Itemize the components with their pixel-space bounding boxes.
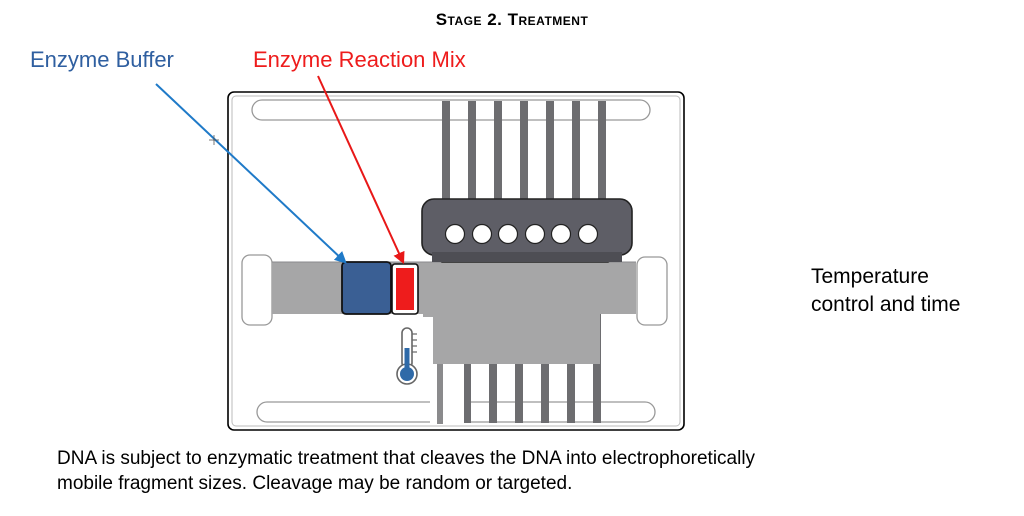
upper-lanes: [442, 101, 606, 203]
sample-well: [524, 223, 546, 245]
main-channel: [272, 262, 636, 314]
lane: [520, 101, 528, 203]
lane: [572, 101, 580, 203]
caption: DNA is subject to enzymatic treatment th…: [57, 446, 957, 496]
caption-line1: DNA is subject to enzymatic treatment th…: [57, 448, 756, 469]
lane: [546, 101, 554, 203]
temperature-label: Temperature control and time: [811, 263, 1011, 319]
sample-well: [471, 223, 493, 245]
lane: [494, 101, 502, 203]
caption-line2: mobile fragment sizes. Cleavage may be r…: [57, 473, 573, 494]
temperature-label-line1: Temperature: [811, 265, 929, 288]
sample-wells: [444, 223, 599, 245]
lane: [468, 101, 476, 203]
lane: [442, 101, 450, 203]
enzyme-reaction-mix-fill: [396, 268, 414, 310]
left-end-cap: [241, 254, 273, 326]
cartridge-inner-edge: [231, 95, 681, 427]
thermometer-icon: [396, 327, 418, 385]
enzyme-reaction-mix-label: Enzyme Reaction Mix: [253, 47, 466, 72]
manifold-base: [432, 252, 622, 262]
enzyme-buffer-chamber: [341, 261, 392, 315]
sample-well: [497, 223, 519, 245]
lower-lane-left: [437, 364, 443, 424]
lane: [598, 101, 606, 203]
sample-well: [444, 223, 466, 245]
enzyme-buffer-label: Enzyme Buffer: [30, 47, 174, 72]
lower-white-notch: [430, 364, 464, 424]
enzyme-reaction-mix-arrow: [317, 75, 405, 265]
diagram-title: Stage 2. Treatment: [435, 10, 589, 29]
sparkle-mark: [209, 135, 219, 145]
sample-well: [577, 223, 599, 245]
sample-well: [550, 223, 572, 245]
right-end-cap: [636, 256, 668, 326]
enzyme-buffer-arrow: [155, 83, 347, 264]
top-slot: [251, 99, 651, 121]
temperature-label-line2: control and time: [811, 293, 961, 316]
